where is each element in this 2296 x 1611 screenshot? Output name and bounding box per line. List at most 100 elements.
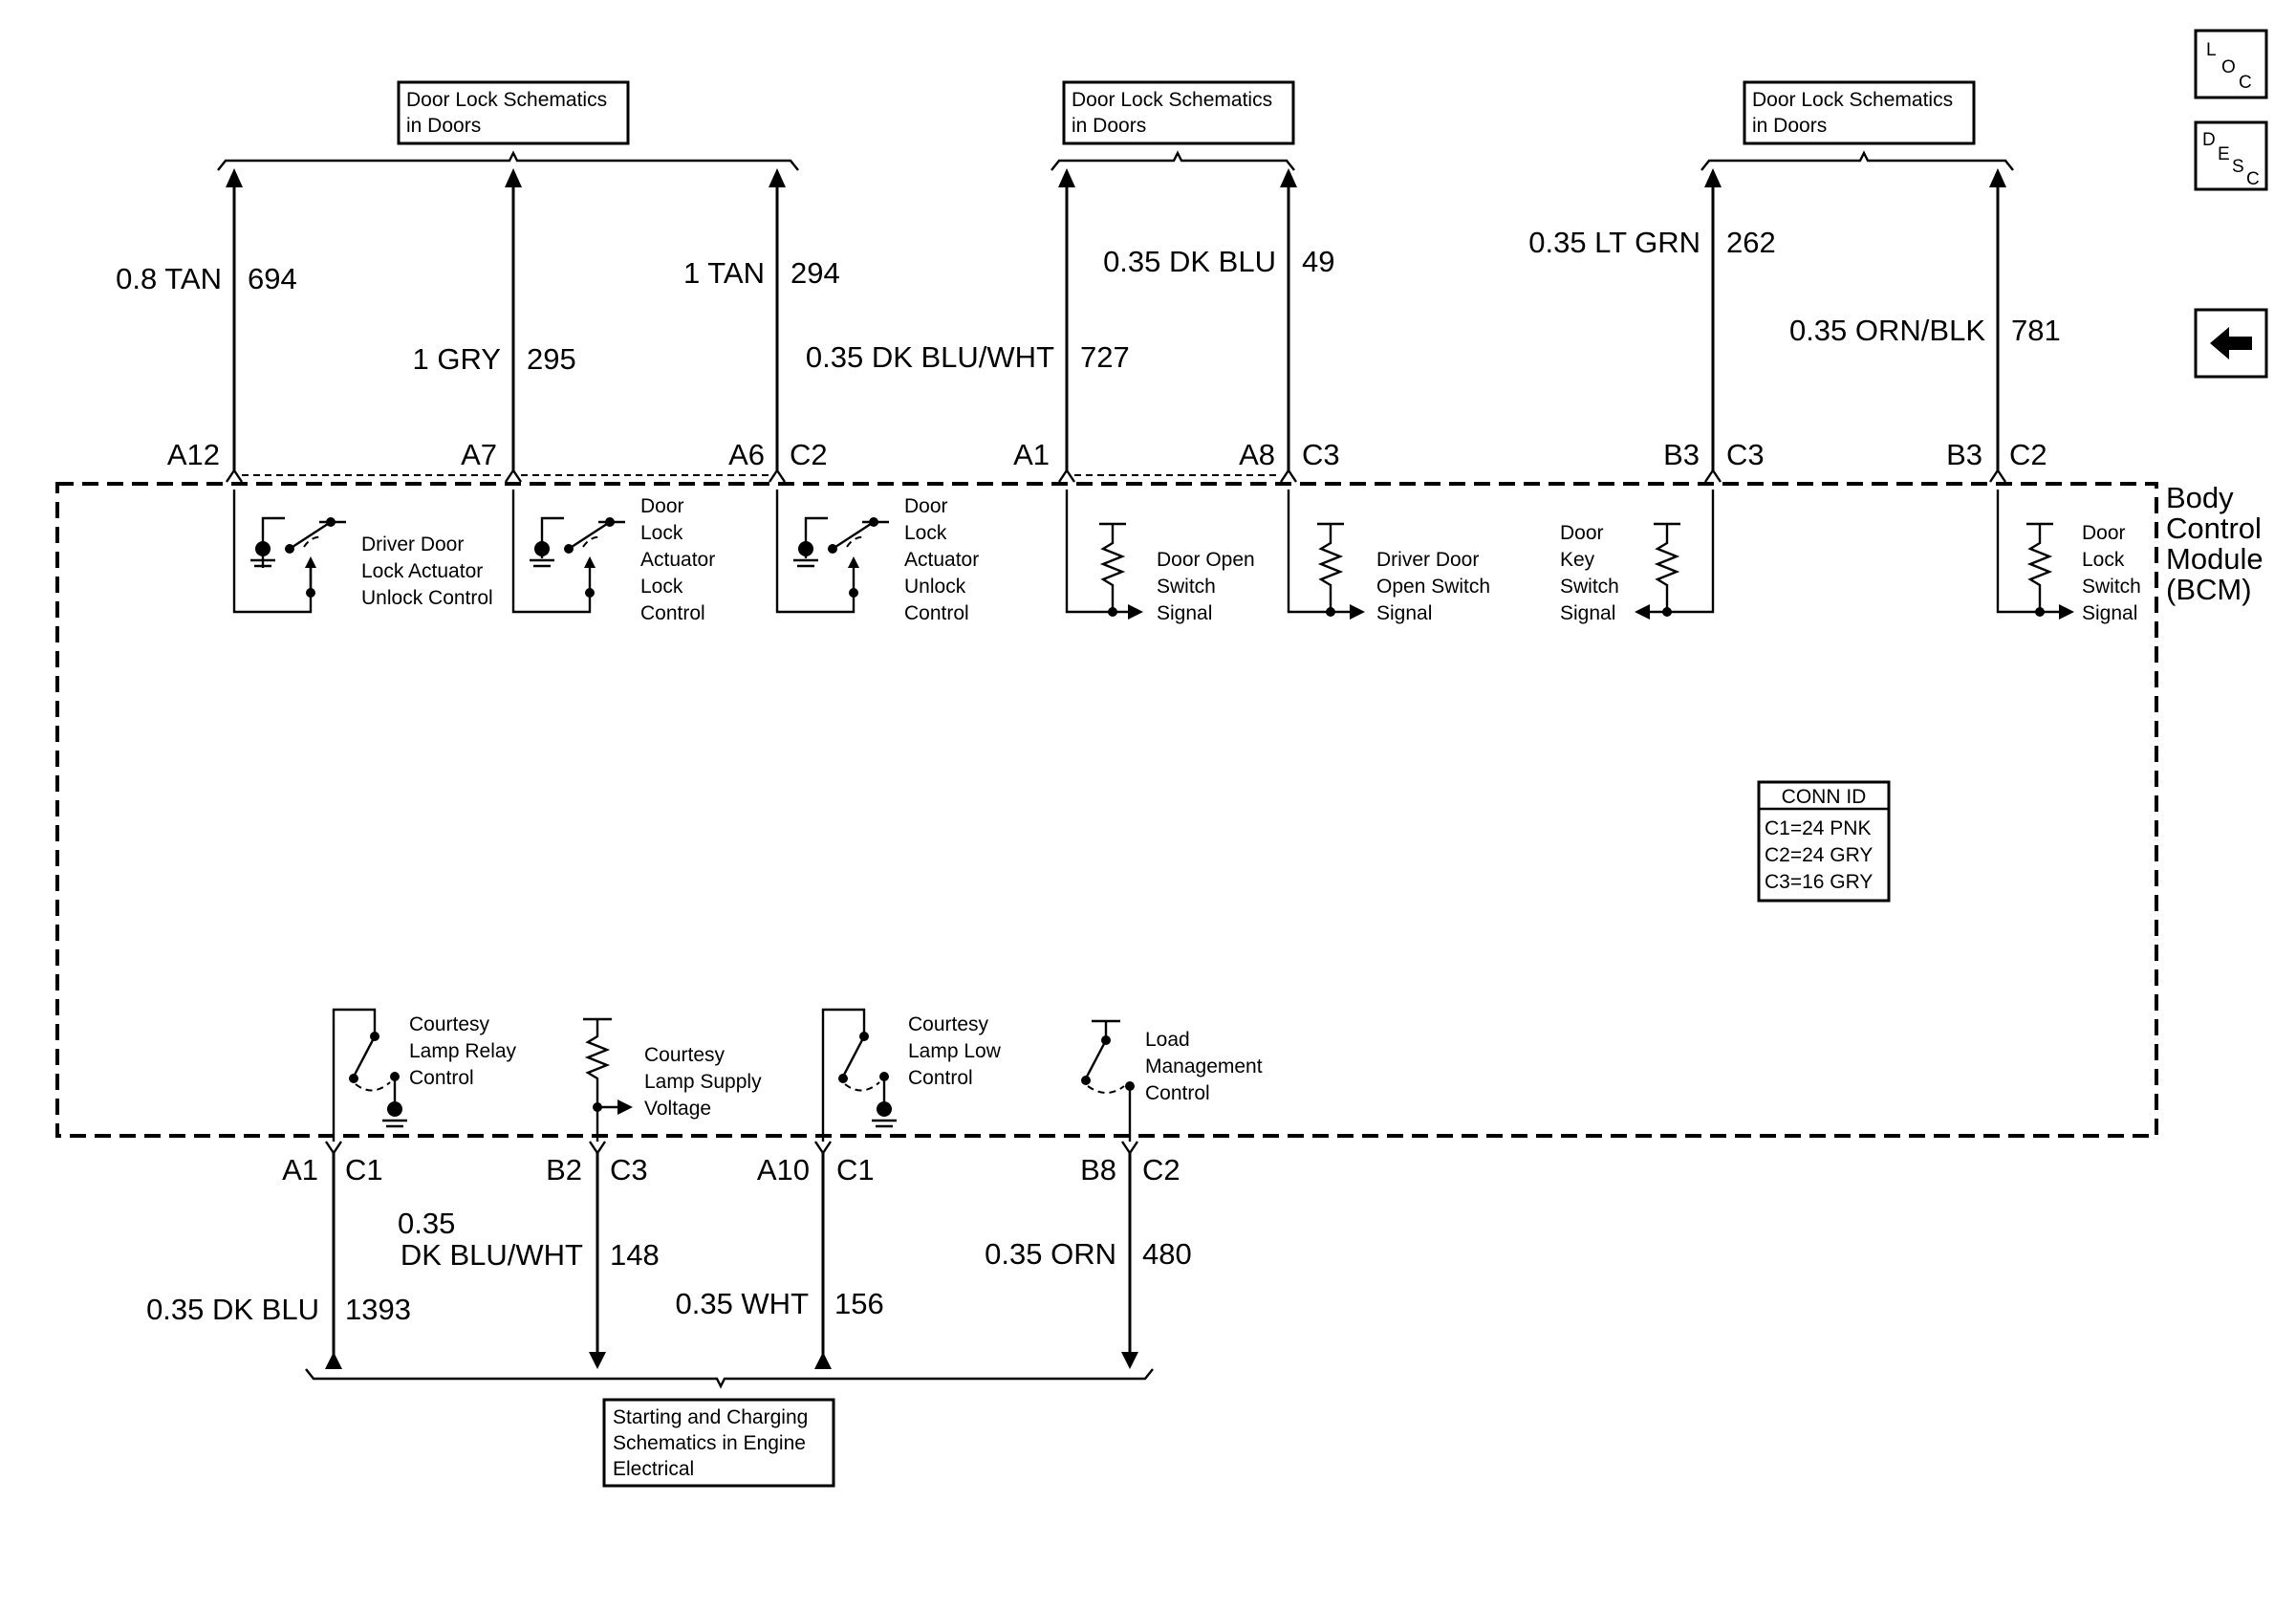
- svg-text:Unlock: Unlock: [904, 576, 966, 598]
- svg-text:1 GRY: 1 GRY: [413, 342, 501, 376]
- bracket-top-left: [217, 150, 799, 171]
- svg-text:Switch: Switch: [1560, 576, 1619, 598]
- svg-text:0.35: 0.35: [398, 1207, 455, 1240]
- door-key-switch-circuit: Door Key Switch Signal: [1560, 490, 1715, 624]
- courtesy-relay-control-circuit: Courtesy Lamp Relay Control: [332, 1008, 517, 1142]
- svg-text:C1: C1: [836, 1153, 875, 1186]
- svg-text:E: E: [2218, 144, 2230, 164]
- svg-text:0.35 WHT: 0.35 WHT: [675, 1287, 809, 1320]
- svg-text:Unlock Control: Unlock Control: [361, 587, 493, 609]
- svg-text:Switch: Switch: [2082, 576, 2141, 598]
- svg-text:148: 148: [610, 1238, 660, 1272]
- svg-text:A7: A7: [461, 438, 497, 471]
- top-wire-295: 1 GRY 295 A7: [413, 168, 576, 471]
- unlock-control-circuit: Door Lock Actuator Unlock Control: [775, 490, 979, 624]
- svg-text:Lock: Lock: [640, 522, 683, 544]
- svg-text:A8: A8: [1239, 438, 1275, 471]
- svg-text:L: L: [2206, 40, 2217, 60]
- bottom-wire-1393: A1 C1 0.35 DK BLU 1393: [146, 1153, 411, 1369]
- svg-text:B8: B8: [1080, 1153, 1116, 1186]
- desc-button[interactable]: D E S C: [2194, 120, 2268, 191]
- svg-text:Door Open: Door Open: [1157, 549, 1255, 571]
- svg-text:C: C: [2239, 73, 2252, 93]
- svg-text:Control: Control: [2166, 512, 2262, 545]
- svg-text:in Doors: in Doors: [1752, 115, 1827, 137]
- lock-control-circuit: Door Lock Actuator Lock Control: [511, 490, 715, 624]
- svg-text:CONN ID: CONN ID: [1782, 786, 1867, 808]
- top-wire-262: 0.35 LT GRN 262 B3 C3: [1528, 168, 1776, 471]
- svg-text:Control: Control: [409, 1067, 474, 1089]
- svg-text:B3: B3: [1946, 438, 1982, 471]
- svg-text:Control: Control: [908, 1067, 973, 1089]
- left-arrow-icon: [2210, 327, 2252, 359]
- svg-text:Electrical: Electrical: [613, 1458, 694, 1480]
- svg-text:Lamp Supply: Lamp Supply: [644, 1071, 762, 1093]
- top-wire-49: 0.35 DK BLU 49 A8 C3: [1103, 168, 1340, 471]
- svg-text:C2=24 GRY: C2=24 GRY: [1765, 844, 1873, 866]
- svg-text:156: 156: [834, 1287, 884, 1320]
- svg-text:Lock Actuator: Lock Actuator: [361, 560, 483, 582]
- svg-text:in Doors: in Doors: [406, 115, 481, 137]
- svg-text:Control: Control: [640, 602, 705, 624]
- bottom-connector-chevrons: [325, 1141, 1138, 1156]
- svg-text:Lock: Lock: [904, 522, 947, 544]
- svg-text:C1: C1: [345, 1153, 383, 1186]
- svg-text:Load: Load: [1145, 1029, 1190, 1051]
- door-lock-switch-circuit: Door Lock Switch Signal: [1996, 490, 2141, 624]
- svg-text:294: 294: [791, 256, 840, 290]
- svg-text:DK BLU/WHT: DK BLU/WHT: [401, 1238, 583, 1272]
- svg-text:C3=16 GRY: C3=16 GRY: [1765, 871, 1873, 893]
- svg-text:Courtesy: Courtesy: [409, 1013, 490, 1035]
- svg-text:D: D: [2202, 130, 2216, 150]
- svg-text:Door: Door: [640, 495, 684, 517]
- svg-text:Door Lock Schematics: Door Lock Schematics: [1752, 89, 1953, 111]
- svg-text:C2: C2: [790, 438, 828, 471]
- svg-text:A1: A1: [1013, 438, 1050, 471]
- svg-text:Control: Control: [904, 602, 969, 624]
- svg-text:Switch: Switch: [1157, 576, 1216, 598]
- courtesy-supply-voltage-circuit: Courtesy Lamp Supply Voltage: [583, 1017, 762, 1142]
- svg-text:0.35 DK BLU/WHT: 0.35 DK BLU/WHT: [806, 340, 1054, 374]
- reference-top-right[interactable]: Door Lock Schematics in Doors: [1743, 80, 1976, 145]
- svg-text:B2: B2: [546, 1153, 582, 1186]
- reference-top-left[interactable]: Door Lock Schematics in Doors: [397, 80, 630, 145]
- svg-text:0.35 LT GRN: 0.35 LT GRN: [1528, 226, 1700, 259]
- bracket-bottom: [305, 1368, 1154, 1389]
- svg-text:in Doors: in Doors: [1072, 115, 1146, 137]
- svg-text:Actuator: Actuator: [904, 549, 979, 571]
- top-wire-781: 0.35 ORN/BLK 781 B3 C2: [1789, 168, 2061, 471]
- svg-text:Schematics in Engine: Schematics in Engine: [613, 1432, 806, 1454]
- back-button[interactable]: [2194, 308, 2268, 379]
- reference-bottom[interactable]: Starting and Charging Schematics in Engi…: [602, 1398, 835, 1488]
- svg-text:Control: Control: [1145, 1082, 1210, 1104]
- svg-text:Management: Management: [1145, 1056, 1263, 1078]
- svg-text:0.35 DK BLU: 0.35 DK BLU: [1103, 245, 1276, 278]
- conn-id-table: CONN ID C1=24 PNK C2=24 GRY C3=16 GRY: [1757, 780, 1891, 903]
- svg-text:727: 727: [1080, 340, 1130, 374]
- loc-button[interactable]: L O C: [2194, 29, 2268, 99]
- svg-text:(BCM): (BCM): [2166, 573, 2252, 606]
- svg-text:A12: A12: [167, 438, 220, 471]
- svg-text:Driver Door: Driver Door: [361, 533, 464, 555]
- door-open-switch-circuit: Door Open Switch Signal: [1065, 490, 1255, 624]
- bottom-wire-480: B8 C2 0.35 ORN 480: [985, 1153, 1192, 1369]
- svg-text:Courtesy: Courtesy: [908, 1013, 989, 1035]
- svg-text:C2: C2: [1142, 1153, 1180, 1186]
- svg-text:C3: C3: [610, 1153, 648, 1186]
- svg-text:262: 262: [1726, 226, 1776, 259]
- svg-text:Open Switch: Open Switch: [1376, 576, 1490, 598]
- load-management-control-circuit: Load Management Control: [1081, 1019, 1263, 1142]
- driver-unlock-control-circuit: Driver Door Lock Actuator Unlock Control: [232, 490, 493, 614]
- svg-text:C1=24 PNK: C1=24 PNK: [1765, 817, 1871, 839]
- svg-text:Lamp Low: Lamp Low: [908, 1040, 1002, 1062]
- svg-text:0.8 TAN: 0.8 TAN: [116, 262, 222, 295]
- svg-text:A1: A1: [282, 1153, 318, 1186]
- module-name: Body Control Module (BCM): [2166, 481, 2264, 606]
- courtesy-low-control-circuit: Courtesy Lamp Low Control: [821, 1008, 1002, 1142]
- svg-text:Actuator: Actuator: [640, 549, 715, 571]
- svg-text:Lock: Lock: [2082, 549, 2125, 571]
- reference-top-middle[interactable]: Door Lock Schematics in Doors: [1062, 80, 1295, 145]
- svg-text:Signal: Signal: [2082, 602, 2137, 624]
- svg-text:Module: Module: [2166, 542, 2264, 576]
